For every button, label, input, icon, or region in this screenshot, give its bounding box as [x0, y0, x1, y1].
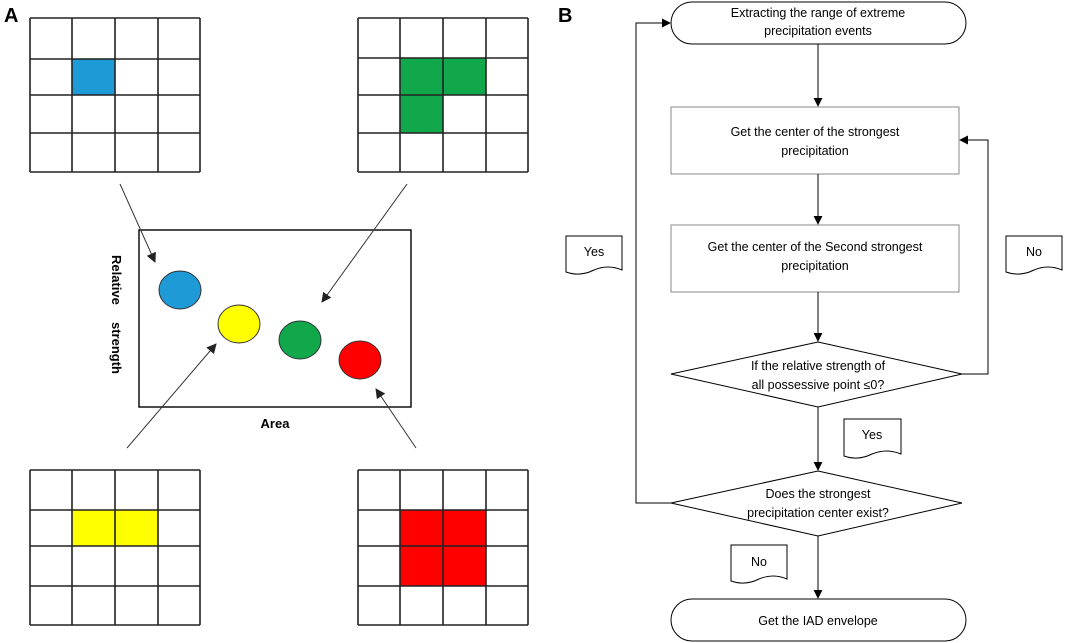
- y-axis-label-relative: Relative: [109, 255, 124, 305]
- grid-lines: [357, 469, 529, 626]
- grid-red: [357, 469, 529, 626]
- arrow-red-to-circle: [375, 388, 417, 449]
- decision-relative-strength: [670, 341, 963, 408]
- decision2-text-line2: precipitation center exist?: [747, 506, 889, 520]
- panel-b: B Extracting the range of extreme precip…: [558, 1, 1063, 642]
- note-yes-left: Yes: [565, 235, 623, 275]
- connector-loop-yes: [635, 18, 671, 504]
- circle-red: [338, 340, 382, 380]
- step2-text-line2: precipitation: [781, 259, 848, 273]
- grid-blue: [29, 17, 201, 173]
- decision1-text-line1: If the relative strength of: [751, 359, 886, 373]
- note-no-right-text: No: [1026, 245, 1042, 259]
- grid-green: [357, 17, 529, 173]
- circle-blue: [158, 270, 202, 310]
- note-no-right: No: [1005, 235, 1063, 275]
- grid-yellow: [29, 469, 201, 626]
- note-no-bottom-text: No: [751, 555, 767, 569]
- circle-green: [278, 320, 322, 360]
- decision-center-exist: [670, 470, 963, 537]
- central-plot-frame: [138, 229, 412, 408]
- end-terminator: [670, 598, 967, 642]
- panel-a-label: A: [4, 5, 18, 27]
- start-text-line1: Extracting the range of extreme: [731, 6, 905, 20]
- connector-loop-no: [959, 135, 989, 375]
- grid-blue-fill: [72, 59, 115, 95]
- step2-text-line1: Get the center of the Second strongest: [708, 240, 923, 254]
- step-strongest-center: [670, 106, 960, 175]
- grid-green-fill-bottom: [400, 95, 443, 133]
- grid-lines: [29, 469, 201, 626]
- arrow-blue-to-circle: [119, 183, 156, 263]
- grid-lines: [29, 17, 201, 173]
- panel-b-label: B: [558, 5, 572, 27]
- decision1-text-line2: all possessive point ≤0?: [752, 378, 885, 392]
- note-yes-center-text: Yes: [862, 428, 882, 442]
- start-text-line2: precipitation events: [764, 24, 872, 38]
- circle-yellow: [217, 304, 261, 344]
- y-axis-label-strength: strength: [109, 322, 124, 374]
- arrow-yellow-to-circle: [126, 343, 217, 449]
- decision2-text-line1: Does the strongest: [766, 487, 871, 501]
- arrow-green-to-circle: [321, 183, 408, 303]
- step1-text-line2: precipitation: [781, 144, 848, 158]
- note-yes-left-text: Yes: [584, 245, 604, 259]
- panel-a: A: [4, 5, 529, 626]
- end-text: Get the IAD envelope: [758, 614, 878, 628]
- note-no-bottom: No: [730, 544, 788, 584]
- x-axis-label: Area: [261, 416, 291, 431]
- step-second-strongest-center: [670, 224, 960, 293]
- note-yes-center: Yes: [843, 418, 902, 459]
- grid-lines: [357, 17, 529, 173]
- step1-text-line1: Get the center of the strongest: [731, 125, 900, 139]
